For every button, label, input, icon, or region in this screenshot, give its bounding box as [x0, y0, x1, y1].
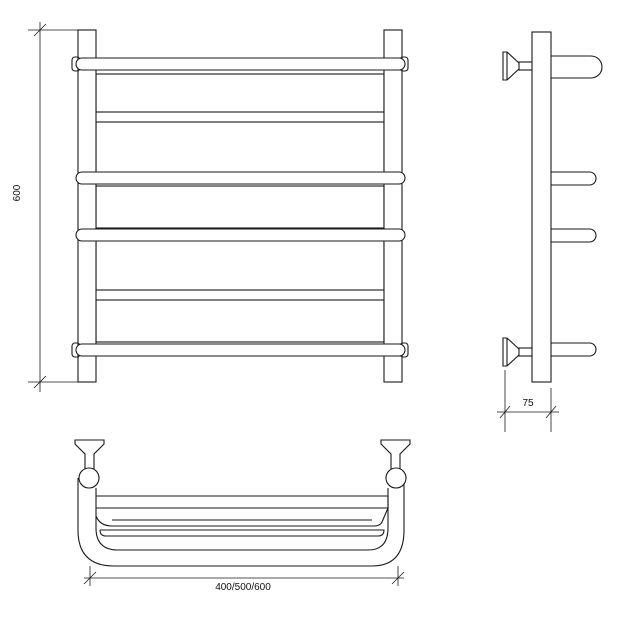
middle-shelf-bar-plan [95, 507, 389, 527]
top-view: 400/500/600 [74, 439, 411, 593]
right-vertical-tube [383, 29, 403, 383]
top-view-mount-right [380, 439, 411, 489]
side-vertical-tube [531, 31, 552, 383]
width-dimension: 400/500/600 [83, 566, 405, 593]
height-dimension-label: 600 [12, 184, 23, 201]
top-view-mount-left [74, 439, 105, 489]
left-vertical-tube [77, 29, 97, 383]
height-dimension: 600 [12, 22, 78, 392]
depth-dimension: 75 [497, 370, 559, 432]
wall-mounts-front [71, 56, 409, 358]
inner-frames [95, 73, 385, 343]
front-view: 600 [12, 22, 409, 392]
side-view: 75 [497, 31, 603, 432]
outer-u-tube [77, 478, 405, 567]
top-shelf-bar-plan [96, 495, 389, 509]
side-wall-bracket-bottom [502, 337, 534, 367]
round-crossbars [75, 57, 406, 357]
side-wall-bracket-top [502, 51, 534, 81]
depth-dimension-label: 75 [522, 398, 534, 409]
width-dimension-label: 400/500/600 [215, 582, 271, 593]
lower-shelf-bar-plan [99, 529, 385, 537]
inner-u-tube [95, 488, 389, 551]
